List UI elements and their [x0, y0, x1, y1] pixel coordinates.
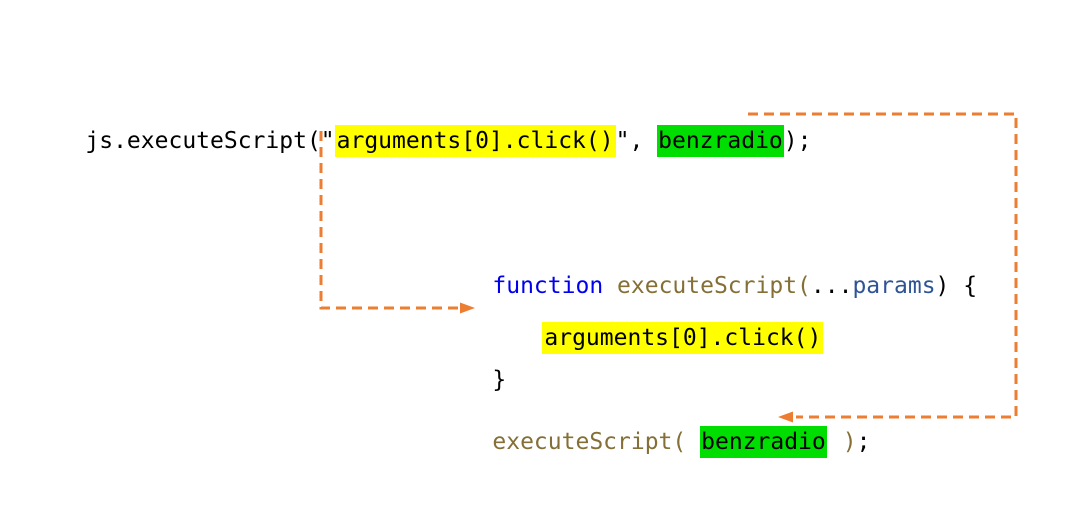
code-token-call-arg-highlighted: benzradio: [700, 426, 827, 458]
caller-code-line: js.executeScript("arguments[0].click()",…: [30, 98, 811, 185]
closing-brace-line: }: [437, 337, 506, 424]
code-token-space: [686, 429, 700, 455]
code-token-caller-prefix: js.executeScript(": [85, 128, 335, 154]
code-token-caller-separator: ",: [615, 128, 658, 154]
code-token-closing-brace: }: [492, 367, 507, 393]
code-token-body-highlighted: arguments[0].click(): [542, 322, 824, 354]
code-token-element-arg-highlighted: benzradio: [657, 125, 784, 157]
code-token-parameter: params: [852, 273, 936, 299]
function-body-line: arguments[0].click(): [487, 295, 824, 382]
resolved-call-line: executeScript( benzradio);: [437, 399, 870, 486]
code-token-script-arg-highlighted: arguments[0].click(): [334, 125, 616, 157]
code-token-call-close-paren: ): [842, 429, 857, 455]
code-token-caller-suffix: );: [783, 128, 812, 154]
code-token-function-keyword: function: [492, 273, 604, 299]
code-token-call-name: executeScript(: [492, 429, 687, 455]
code-token-signature-close: ) {: [935, 273, 978, 299]
code-token-call-semicolon: ;: [856, 429, 871, 455]
